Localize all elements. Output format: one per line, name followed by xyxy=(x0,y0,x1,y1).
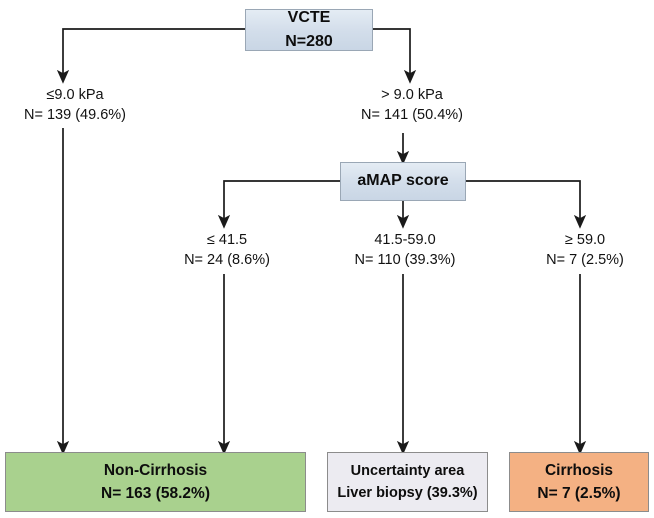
node-non-cirrhosis-count: N= 163 (58.2%) xyxy=(101,484,210,502)
edge-vcte-to-low xyxy=(56,28,245,84)
edge-label-vcte-high-criterion: > 9.0 kPa xyxy=(381,87,443,103)
edge-label-vcte-high: > 9.0 kPa N= 141 (50.4%) xyxy=(332,86,492,125)
edge-label-amap-low: ≤ 41.5 N= 24 (8.6%) xyxy=(152,231,302,270)
edge-label-amap-mid: 41.5-59.0 N= 110 (39.3%) xyxy=(325,231,485,270)
node-uncertainty-area[interactable]: Uncertainty area Liver biopsy (39.3%) xyxy=(327,452,488,512)
edge-label-amap-high-count: N= 7 (2.5%) xyxy=(546,251,624,268)
node-non-cirrhosis[interactable]: Non-Cirrhosis N= 163 (58.2%) xyxy=(5,452,306,512)
edge-label-amap-high: ≥ 59.0 N= 7 (2.5%) xyxy=(520,231,650,270)
node-cirrhosis-label: Cirrhosis xyxy=(544,461,614,479)
node-uncertainty-label: Uncertainty area xyxy=(350,462,465,479)
node-cirrhosis[interactable]: Cirrhosis N= 7 (2.5%) xyxy=(509,452,649,512)
node-amap-score[interactable]: aMAP score xyxy=(340,162,466,201)
node-non-cirrhosis-label: Non-Cirrhosis xyxy=(103,461,208,479)
node-vcte-count: N=280 xyxy=(285,32,333,50)
node-amap-label: aMAP score xyxy=(357,172,449,190)
edge-amap-to-high xyxy=(466,180,587,229)
node-uncertainty-count: Liver biopsy (39.3%) xyxy=(337,484,478,501)
edge-label-vcte-low-count: N= 139 (49.6%) xyxy=(24,106,126,123)
edge-amap-to-low xyxy=(217,180,340,229)
edge-label-amap-high-criterion: ≥ 59.0 xyxy=(564,232,606,248)
node-vcte-label: VCTE xyxy=(287,9,331,27)
edge-label-amap-low-criterion: ≤ 41.5 xyxy=(206,232,248,248)
edge-label-amap-low-count: N= 24 (8.6%) xyxy=(184,251,270,268)
edge-vcte-to-high xyxy=(373,28,417,84)
edge-label-amap-mid-criterion: 41.5-59.0 xyxy=(374,232,436,248)
node-cirrhosis-count: N= 7 (2.5%) xyxy=(537,484,621,502)
edge-label-amap-mid-count: N= 110 (39.3%) xyxy=(354,251,456,268)
edge-label-vcte-high-count: N= 141 (50.4%) xyxy=(361,106,463,123)
edge-label-vcte-low-criterion: ≤9.0 kPa xyxy=(46,87,104,103)
edge-label-vcte-low: ≤9.0 kPa N= 139 (49.6%) xyxy=(0,86,150,125)
node-vcte[interactable]: VCTE N=280 xyxy=(245,9,373,51)
